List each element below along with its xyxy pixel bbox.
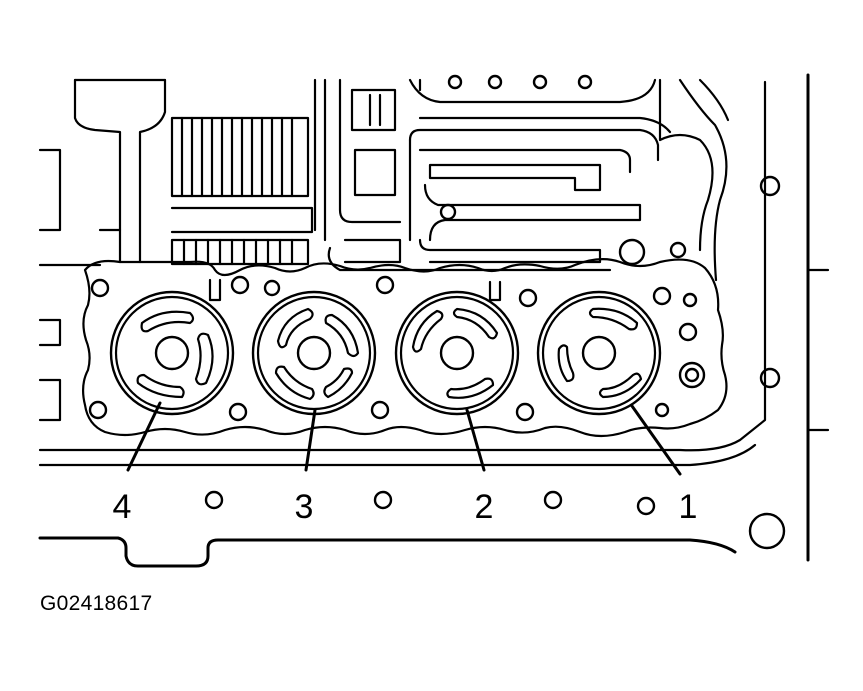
solenoid-2 (394, 290, 520, 416)
callout-3: 3 (295, 488, 314, 526)
solenoid-valves (109, 290, 662, 416)
separator-plate (81, 258, 728, 438)
leader-line-3 (304, 408, 317, 472)
leader-line-2 (465, 408, 486, 472)
leader-line-1 (630, 404, 682, 476)
solenoid-3 (251, 290, 377, 416)
lower-case (38, 80, 767, 568)
callout-2: 2 (475, 488, 494, 526)
housing-rail (748, 73, 830, 562)
upper-casting (38, 78, 327, 267)
valve-channels (327, 74, 730, 282)
callout-4: 4 (113, 488, 132, 526)
callout-1: 1 (679, 488, 698, 526)
leader-line-4 (126, 401, 162, 472)
solenoid-4 (109, 290, 235, 416)
leader-lines (126, 401, 682, 476)
figure-code: G02418617 (40, 592, 153, 615)
solenoid-1 (536, 290, 662, 416)
